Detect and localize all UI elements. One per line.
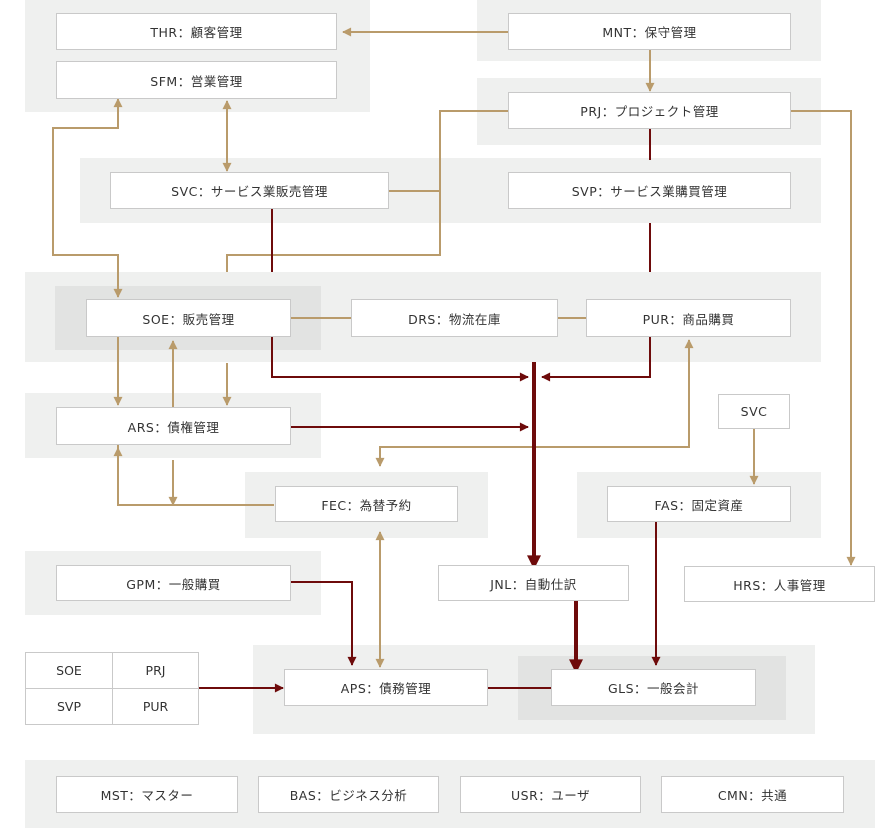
node-jnl[interactable]: JNL：自動仕訳 — [438, 565, 629, 601]
node-thr[interactable]: THR：顧客管理 — [56, 13, 337, 50]
source-grid-pur[interactable]: PUR — [112, 688, 199, 725]
node-aps[interactable]: APS：債務管理 — [284, 669, 488, 706]
node-fec[interactable]: FEC：為替予約 — [275, 486, 458, 522]
link-prj-soe — [226, 191, 441, 272]
link-ars-loop — [117, 445, 274, 505]
node-svc-sales[interactable]: SVC：サービス業販売管理 — [110, 172, 389, 209]
link-gpm-aps — [291, 581, 357, 666]
node-ars[interactable]: ARS：債権管理 — [56, 407, 291, 445]
node-usr[interactable]: USR：ユーザ — [460, 776, 641, 813]
node-mst[interactable]: MST：マスター — [56, 776, 238, 813]
link-soe-jnl — [271, 337, 529, 382]
node-hrs[interactable]: HRS：人事管理 — [684, 566, 875, 602]
node-bas[interactable]: BAS：ビジネス分析 — [258, 776, 439, 813]
node-cmn[interactable]: CMN：共通 — [661, 776, 844, 813]
node-sfm[interactable]: SFM：営業管理 — [56, 61, 337, 99]
node-gpm[interactable]: GPM：一般購買 — [56, 565, 291, 601]
source-grid-soe[interactable]: SOE — [25, 652, 113, 689]
node-fas[interactable]: FAS：固定資産 — [607, 486, 791, 522]
node-drs[interactable]: DRS：物流在庫 — [351, 299, 558, 337]
node-pur[interactable]: PUR：商品購買 — [586, 299, 791, 337]
link-prj-hrs — [791, 110, 856, 566]
node-prj[interactable]: PRJ：プロジェクト管理 — [508, 92, 791, 129]
node-svp[interactable]: SVP：サービス業購買管理 — [508, 172, 791, 209]
source-grid-svp[interactable]: SVP — [25, 688, 113, 725]
link-prj-svc — [389, 110, 508, 192]
node-gls[interactable]: GLS：一般会計 — [551, 669, 756, 706]
node-mnt[interactable]: MNT：保守管理 — [508, 13, 791, 50]
node-soe[interactable]: SOE：販売管理 — [86, 299, 291, 337]
link-pur-jnl — [541, 337, 651, 382]
node-svc-small[interactable]: SVC — [718, 394, 790, 429]
source-grid-prj[interactable]: PRJ — [112, 652, 199, 689]
link-sfm-soe — [52, 98, 123, 298]
